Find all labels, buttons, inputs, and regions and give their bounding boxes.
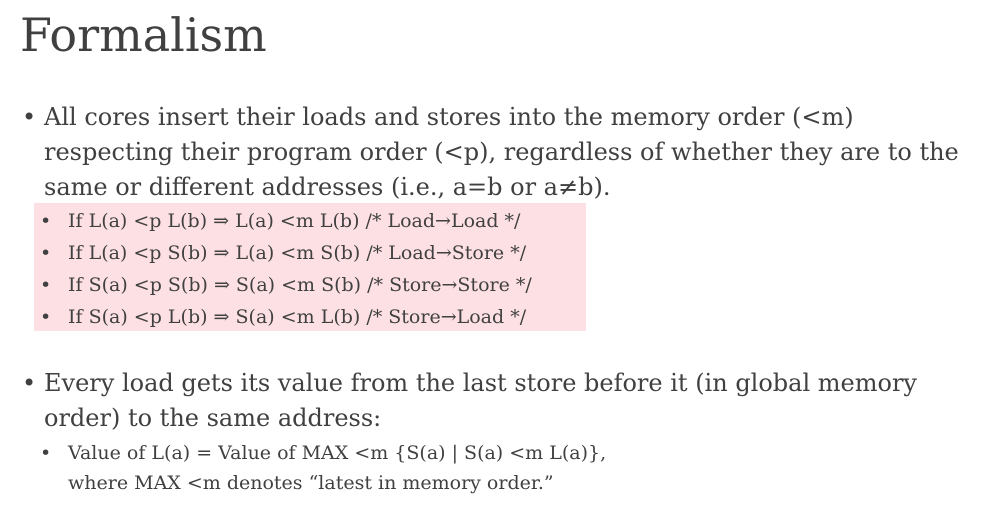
bullet-line: respecting their program order (<p), reg… [44,138,959,166]
sub-bullet-dot: • [40,242,52,264]
bullet-line: All cores insert their loads and stores … [44,103,854,131]
bullet-text: • Every load gets its value from the las… [22,366,974,436]
bullet-line: Every load gets its value from the last … [44,369,917,397]
rule-text: If S(a) <p S(b) ⇒ S(a) <m S(b) /* Store→… [68,274,532,296]
sub-bullet-dot: • [40,210,52,232]
ordering-rules-list: • If L(a) <p L(b) ⇒ L(a) <m L(b) /* Load… [34,205,974,333]
load-value-rule: • Value of L(a) = Value of MAX <m {S(a) … [34,438,974,498]
bullet-text: • All cores insert their loads and store… [22,100,974,205]
load-value-rule-list: • Value of L(a) = Value of MAX <m {S(a) … [34,438,974,498]
rule-line: Value of L(a) = Value of MAX <m {S(a) | … [68,442,607,464]
rule-load-store: • If L(a) <p S(b) ⇒ L(a) <m S(b) /* Load… [34,237,974,269]
sub-bullet-dot: • [40,442,52,464]
bullet-line: same or different addresses (i.e., a=b o… [44,173,611,201]
bullet-dot: • [22,103,37,131]
slide-title: Formalism [20,8,267,62]
bullet-load-value: • Every load gets its value from the las… [22,366,974,498]
rule-text: If L(a) <p S(b) ⇒ L(a) <m S(b) /* Load→S… [68,242,527,264]
rule-store-store: • If S(a) <p S(b) ⇒ S(a) <m S(b) /* Stor… [34,269,974,301]
sub-bullet-dot: • [40,274,52,296]
rule-text: If L(a) <p L(b) ⇒ L(a) <m L(b) /* Load→L… [68,210,521,232]
bullet-memory-order: • All cores insert their loads and store… [22,100,974,333]
rule-line: where MAX <m denotes “latest in memory o… [68,472,554,494]
rules-highlight [34,203,586,331]
bullet-dot: • [22,369,37,397]
sub-bullet-dot: • [40,306,52,328]
rule-text: If S(a) <p L(b) ⇒ S(a) <m L(b) /* Store→… [68,306,527,328]
bullet-line: order) to the same address: [44,404,382,432]
rule-store-load: • If S(a) <p L(b) ⇒ S(a) <m L(b) /* Stor… [34,301,974,333]
rule-load-load: • If L(a) <p L(b) ⇒ L(a) <m L(b) /* Load… [34,205,974,237]
